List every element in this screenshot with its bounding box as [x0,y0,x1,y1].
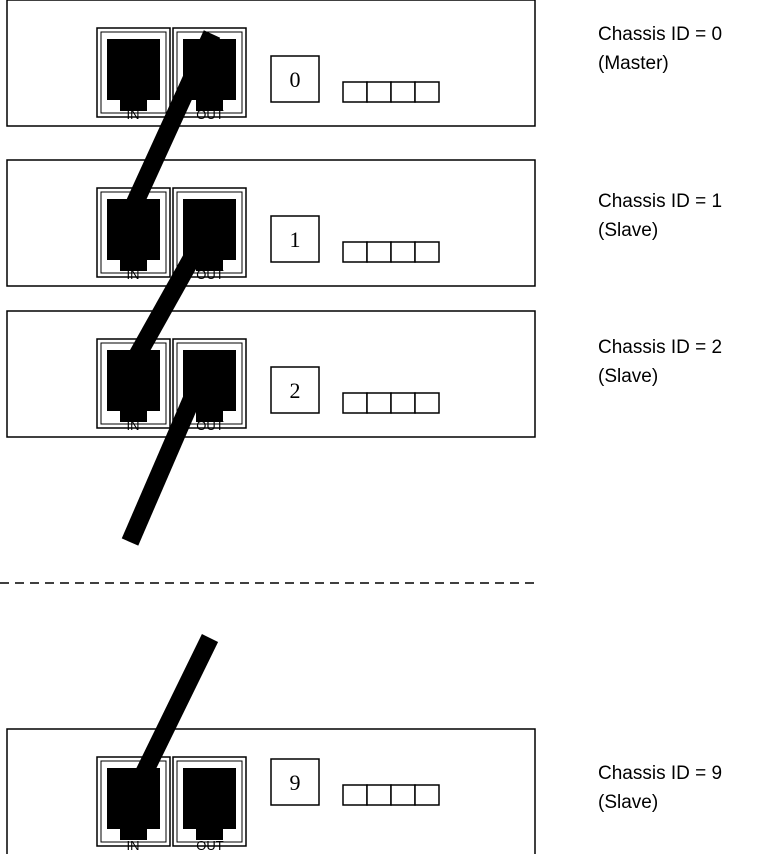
in-port-label: IN [127,418,140,433]
in-port-jack [107,350,160,422]
out-port-label: OUT [196,838,224,853]
out-port [172,756,247,847]
chassis-id-display [270,366,320,414]
dip-switch [342,81,440,103]
chassis-id-digit: 2 [290,378,301,403]
out-port-label: OUT [196,267,224,282]
in-port-jack [107,39,160,111]
chassis-title: Chassis ID = 1 [598,191,722,212]
chassis-unit-1: IN OUT 1 [6,159,536,287]
out-port-label: OUT [196,107,224,122]
chassis-id-digit: 1 [290,227,301,252]
in-port-jack [107,199,160,271]
chassis-role: (Slave) [598,220,658,241]
chassis-id-digit: 0 [290,67,301,92]
cable-into-9-in [113,634,219,822]
daisy-chain-cables [113,30,221,822]
out-port-label: OUT [196,418,224,433]
dip-switch [342,784,440,806]
dip-switch [342,392,440,414]
chassis-id-digit: 9 [290,770,301,795]
chassis-id-display [270,758,320,806]
chassis-unit-0: IN OUT 0 [6,0,536,127]
chassis-title: Chassis ID = 0 [598,24,722,45]
cable-2-out-continues [121,376,209,546]
chassis-title: Chassis ID = 2 [598,337,722,358]
chassis-role: (Master) [598,53,669,74]
out-port-jack [183,768,236,840]
dip-switch [342,241,440,263]
chassis-title: Chassis ID = 9 [598,763,722,784]
chassis-id-display [270,55,320,103]
in-port-label: IN [127,267,140,282]
cable-0-out-to-1-in [119,30,221,222]
cable-1-out-to-2-in [120,217,220,377]
in-port [96,27,171,118]
chassis-id-display [270,215,320,263]
in-port-label: IN [127,838,140,853]
chassis-unit-2: IN OUT 2 [6,310,536,438]
chassis-role: (Slave) [598,366,658,387]
chassis-role: (Slave) [598,792,658,813]
chassis-unit-9: IN OUT 9 [6,728,536,854]
in-port-label: IN [127,107,140,122]
